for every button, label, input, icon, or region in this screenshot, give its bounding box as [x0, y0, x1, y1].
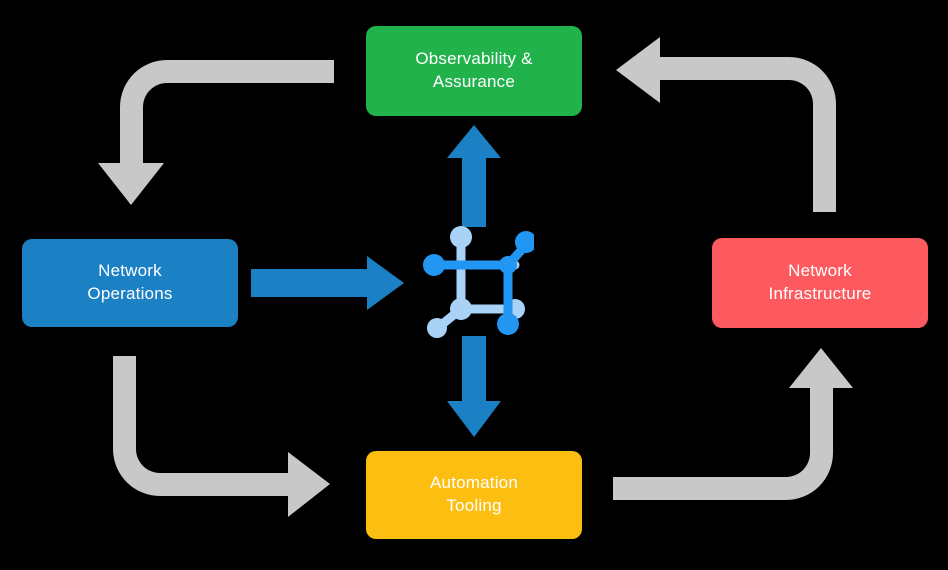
node-label-network-infrastructure: Network Infrastructure [768, 261, 872, 303]
node-label-automation-tooling: Automation Tooling [430, 473, 518, 515]
node-label-observability: Observability & Assurance [415, 49, 533, 91]
node-automation-tooling[interactable]: Automation Tooling [366, 451, 582, 539]
arrow-netops-to-center [251, 256, 404, 310]
arrow-netops-to-automation [113, 356, 330, 517]
node-network-operations[interactable]: Network Operations [22, 239, 238, 327]
arrow-infrastructure-to-observability [616, 37, 836, 212]
node-network-infrastructure[interactable]: Network Infrastructure [712, 238, 928, 328]
arrow-center-to-automation [447, 336, 501, 437]
node-label-network-operations: Network Operations [87, 261, 173, 303]
network-topology-icon [418, 218, 537, 340]
network-icon-front-layer [423, 231, 537, 335]
arrow-automation-to-infrastructure [613, 348, 853, 500]
arrow-center-to-observability [447, 125, 501, 227]
node-observability-assurance[interactable]: Observability & Assurance [366, 26, 582, 116]
arrow-observability-to-netops [98, 60, 334, 205]
